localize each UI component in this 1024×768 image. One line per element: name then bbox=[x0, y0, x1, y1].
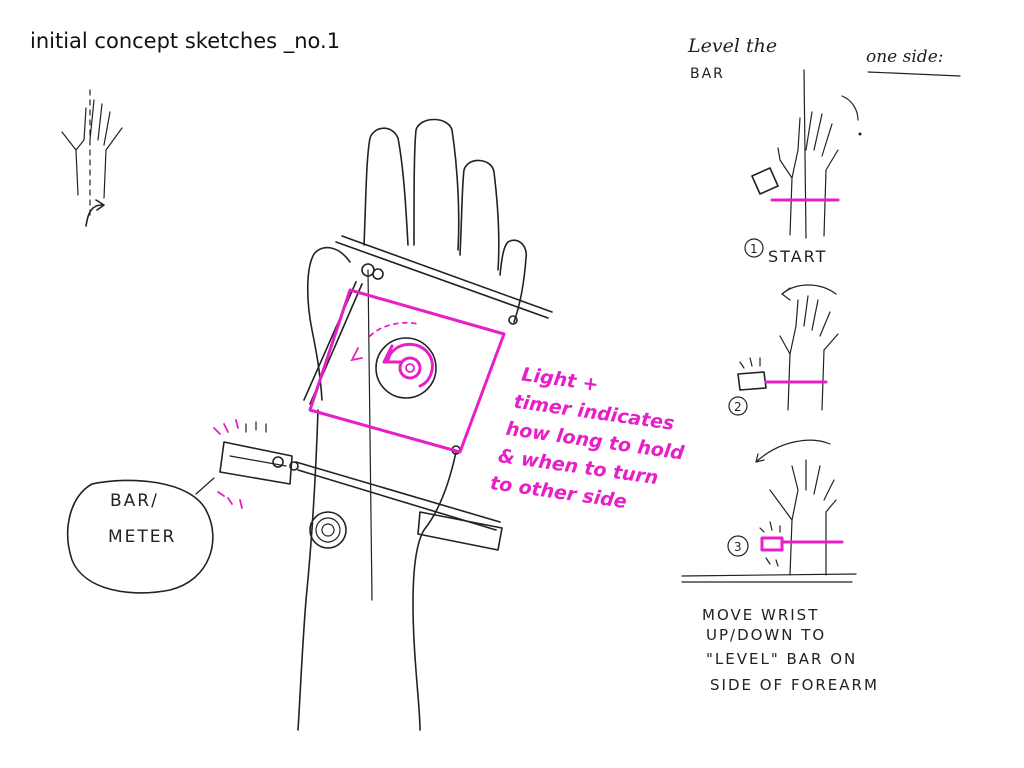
instruction-line-3: "LEVEL" BAR ON bbox=[706, 650, 857, 668]
bubble-line-1: BAR/ bbox=[110, 491, 159, 511]
instruction-line-4: SIDE OF FOREARM bbox=[710, 676, 879, 694]
step-1-number: 1 bbox=[750, 242, 760, 256]
sketch-title: initial concept sketches _no.1 bbox=[30, 29, 340, 54]
steps-heading-line-2: BAR bbox=[690, 66, 725, 82]
step-3-sketch: 3 bbox=[727, 439, 844, 576]
step-1-sketch: 1 START bbox=[744, 69, 862, 266]
step-2-sketch: 2 bbox=[728, 284, 839, 416]
instruction-line-1: MOVE WRIST bbox=[702, 606, 819, 624]
steps-panel: Level the BAR one side: 1 START 2 bbox=[681, 35, 961, 694]
bubble-line-2: METER bbox=[108, 527, 176, 547]
bar-meter-bubble: BAR/ METER bbox=[66, 477, 215, 594]
timer-note: Light + timer indicates how long to hold… bbox=[489, 363, 686, 513]
device-display bbox=[308, 288, 506, 454]
steps-side-note: one side: bbox=[866, 47, 943, 67]
wrist-device-sketch bbox=[213, 118, 553, 731]
step-2-number: 2 bbox=[734, 400, 744, 414]
step-3-number: 3 bbox=[734, 540, 744, 554]
instruction-line-2: UP/DOWN TO bbox=[706, 626, 826, 644]
steps-heading-line-1: Level the bbox=[687, 35, 777, 57]
timer-note-line-1: Light + bbox=[520, 363, 600, 396]
step-1-label: START bbox=[768, 247, 827, 266]
small-hand-rotation-icon bbox=[61, 89, 123, 227]
